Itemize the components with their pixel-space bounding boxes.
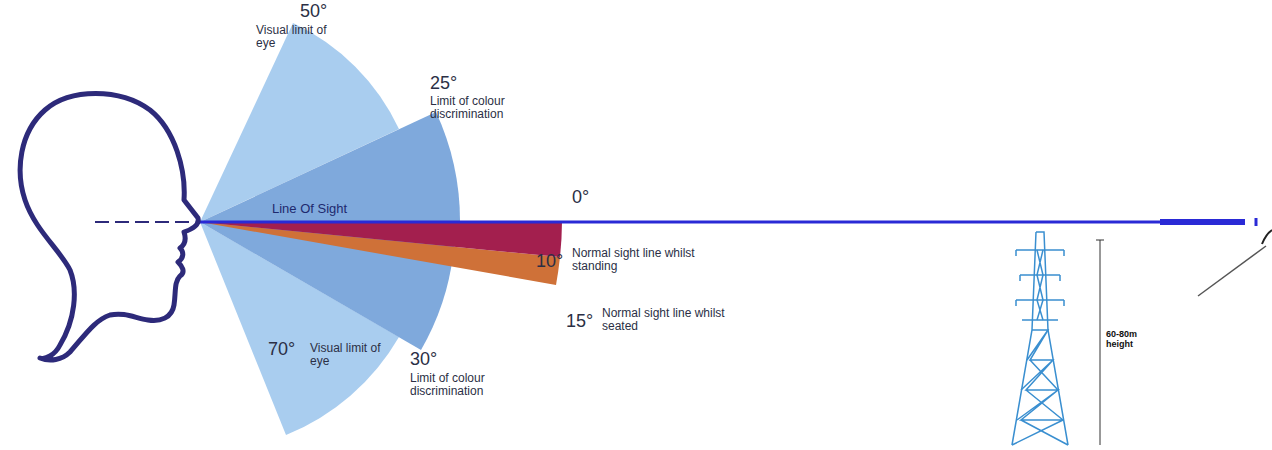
limit-note: Visual limit of eye <box>256 24 334 50</box>
sight-label: Line Of Sight <box>272 202 347 216</box>
limit-note: Visual limit of eye <box>310 342 388 368</box>
angle-label: 0° <box>572 188 589 208</box>
upper-colour-wedge <box>200 112 460 222</box>
angle-label: 30° <box>410 350 437 370</box>
angle-label: 15° <box>566 312 593 332</box>
limit-note: Limit of colour discrimination <box>430 95 542 121</box>
pointer-line <box>1198 246 1266 296</box>
angle-label: 25° <box>430 74 457 94</box>
bracket <box>1262 230 1272 244</box>
height-line <box>1100 240 1101 445</box>
line-end-tick <box>1255 218 1258 226</box>
standing-sight-wedge <box>200 222 562 257</box>
sight-note: Normal sight line whilst seated <box>602 307 732 333</box>
pylon <box>1012 232 1068 445</box>
angle-label: 50° <box>300 2 327 22</box>
height-label: 60-80m height <box>1106 330 1152 350</box>
sight-dash <box>95 221 190 223</box>
limit-note: Limit of colour discrimination <box>410 372 522 398</box>
height-tick <box>1096 240 1104 241</box>
head-outline <box>20 94 198 361</box>
angle-label: 70° <box>268 340 295 360</box>
line-of-sight <box>200 221 1245 224</box>
angle-label: 10° <box>536 252 563 272</box>
sight-note: Normal sight line whilst standing <box>572 247 702 273</box>
line-of-sight-end <box>1160 219 1245 225</box>
